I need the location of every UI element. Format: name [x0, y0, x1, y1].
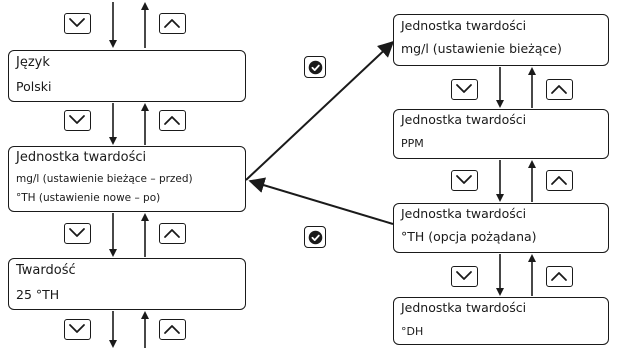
- option-dh-title: Jednostka twardości: [401, 300, 527, 315]
- option-ppm-box[interactable]: Jednostka twardości PPM: [393, 109, 609, 159]
- chevron-up-icon: [164, 116, 180, 125]
- option-mgl-value: mg/l (ustawienie bieżące): [401, 41, 562, 56]
- arrow-up-icon: [528, 160, 536, 202]
- scroll-down-button[interactable]: [64, 223, 91, 244]
- scroll-up-button[interactable]: [159, 223, 186, 244]
- scroll-up-button[interactable]: [159, 319, 186, 340]
- hardness-unit-current: mg/l (ustawienie bieżące – przed): [16, 173, 193, 185]
- language-title: Język: [16, 55, 50, 70]
- arrow-down-icon: [109, 2, 117, 48]
- option-th-box[interactable]: Jednostka twardości °TH (opcja pożądana): [393, 203, 609, 253]
- option-th-title: Jednostka twardości: [401, 206, 527, 221]
- option-ppm-title: Jednostka twardości: [401, 112, 527, 127]
- chevron-up-icon: [551, 85, 567, 94]
- option-dh-box[interactable]: Jednostka twardości °DH: [393, 297, 609, 345]
- arrow-up-icon: [141, 2, 149, 48]
- chevron-down-icon: [456, 271, 472, 280]
- hardness-unit-title: Jednostka twardości: [16, 150, 147, 165]
- scroll-down-button[interactable]: [451, 266, 478, 287]
- scroll-up-button[interactable]: [546, 266, 573, 287]
- arrow-up-icon: [141, 311, 149, 348]
- chevron-up-icon: [164, 229, 180, 238]
- chevron-up-icon: [551, 176, 567, 185]
- arrow-from-th-option: [248, 177, 394, 225]
- scroll-down-button[interactable]: [64, 110, 91, 131]
- chevron-down-icon: [69, 18, 85, 27]
- scroll-down-button[interactable]: [64, 319, 91, 340]
- arrow-down-icon: [496, 254, 504, 296]
- chevron-down-icon: [456, 175, 472, 184]
- arrow-up-icon: [141, 103, 149, 145]
- hardness-menu-box: Twardość 25 °TH: [8, 258, 246, 310]
- arrow-down-icon: [109, 213, 117, 257]
- hardness-title: Twardość: [16, 263, 76, 278]
- arrow-down-icon: [109, 103, 117, 145]
- arrow-down-icon: [496, 67, 504, 108]
- scroll-up-button[interactable]: [159, 13, 186, 34]
- scroll-up-button[interactable]: [546, 79, 573, 100]
- chevron-down-icon: [69, 228, 85, 237]
- chevron-down-icon: [456, 84, 472, 93]
- option-ppm-value: PPM: [401, 137, 424, 150]
- scroll-down-button[interactable]: [451, 79, 478, 100]
- arrow-up-icon: [528, 254, 536, 296]
- hardness-value: 25 °TH: [16, 287, 60, 302]
- chevron-up-icon: [164, 19, 180, 28]
- option-mgl-title: Jednostka twardości: [401, 18, 527, 33]
- scroll-down-button[interactable]: [64, 13, 91, 34]
- chevron-up-icon: [164, 325, 180, 334]
- chevron-up-icon: [551, 272, 567, 281]
- chevron-down-icon: [69, 115, 85, 124]
- hardness-unit-new: °TH (ustawienie nowe – po): [16, 192, 161, 204]
- hardness-unit-menu-box: Jednostka twardości mg/l (ustawienie bie…: [8, 146, 246, 212]
- arrow-down-icon: [496, 160, 504, 202]
- scroll-up-button[interactable]: [546, 170, 573, 191]
- arrow-down-icon: [109, 311, 117, 348]
- arrow-up-icon: [141, 213, 149, 257]
- arrow-up-icon: [528, 67, 536, 108]
- checkmark-circle-icon[interactable]: [304, 56, 326, 78]
- chevron-down-icon: [69, 324, 85, 333]
- scroll-up-button[interactable]: [159, 110, 186, 131]
- option-dh-value: °DH: [401, 325, 424, 338]
- scroll-down-button[interactable]: [451, 170, 478, 191]
- arrow-to-mgl-option: [245, 40, 395, 181]
- option-mgl-box[interactable]: Jednostka twardości mg/l (ustawienie bie…: [393, 14, 609, 66]
- checkmark-circle-icon[interactable]: [304, 226, 326, 248]
- language-value: Polski: [16, 79, 52, 94]
- option-th-value: °TH (opcja pożądana): [401, 229, 537, 244]
- language-menu-box: Język Polski: [8, 50, 246, 102]
